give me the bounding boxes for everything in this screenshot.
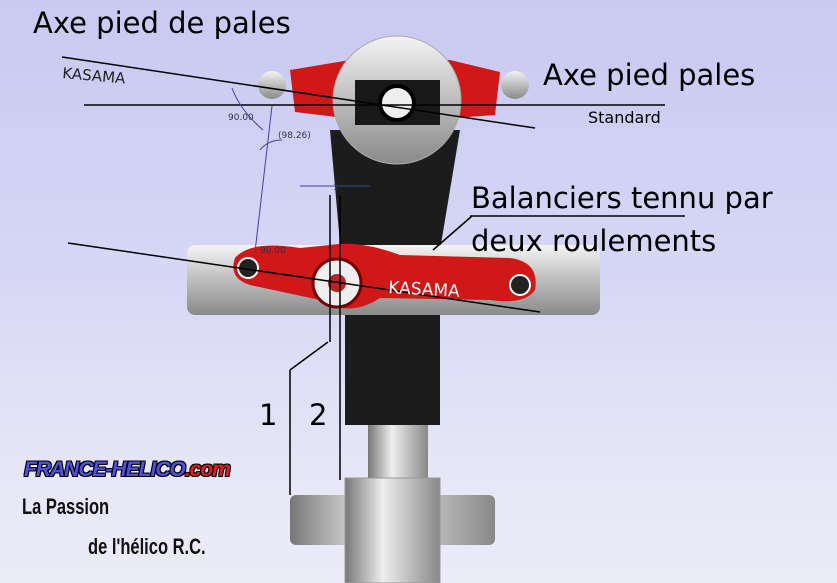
red-balancier-arm [233, 243, 536, 309]
label-balanciers-line1: Balanciers tennu par [471, 181, 773, 215]
label-balanciers-line2: deux roulements [471, 224, 717, 258]
right-ball-link [501, 71, 529, 99]
dim-angle-bottom: 90.00 [260, 246, 286, 256]
dim-gap: 1 [333, 183, 339, 193]
logo-site: FRANCE-HELICO [24, 458, 186, 481]
label-axe-pied-de-pales: Axe pied de pales [33, 6, 291, 40]
dim-angle-ref: (98.26) [278, 131, 311, 141]
label-axe-pied-pales: Axe pied pales [543, 58, 756, 92]
kasama-top-label: KASAMA [62, 64, 127, 87]
label-standard: Standard [588, 108, 661, 127]
marker-1: 1 [259, 398, 278, 432]
dim-angle-top: 90.00 [228, 113, 254, 123]
marker-2: 2 [309, 398, 328, 432]
logo-tagline-2: de l'hélico R.C. [88, 534, 206, 559]
logo-tagline-1: La Passion [22, 494, 110, 519]
left-ball-link [258, 71, 286, 99]
kasama-arm-label: KASAMA [388, 278, 461, 302]
logo-tld: .com [184, 458, 231, 481]
